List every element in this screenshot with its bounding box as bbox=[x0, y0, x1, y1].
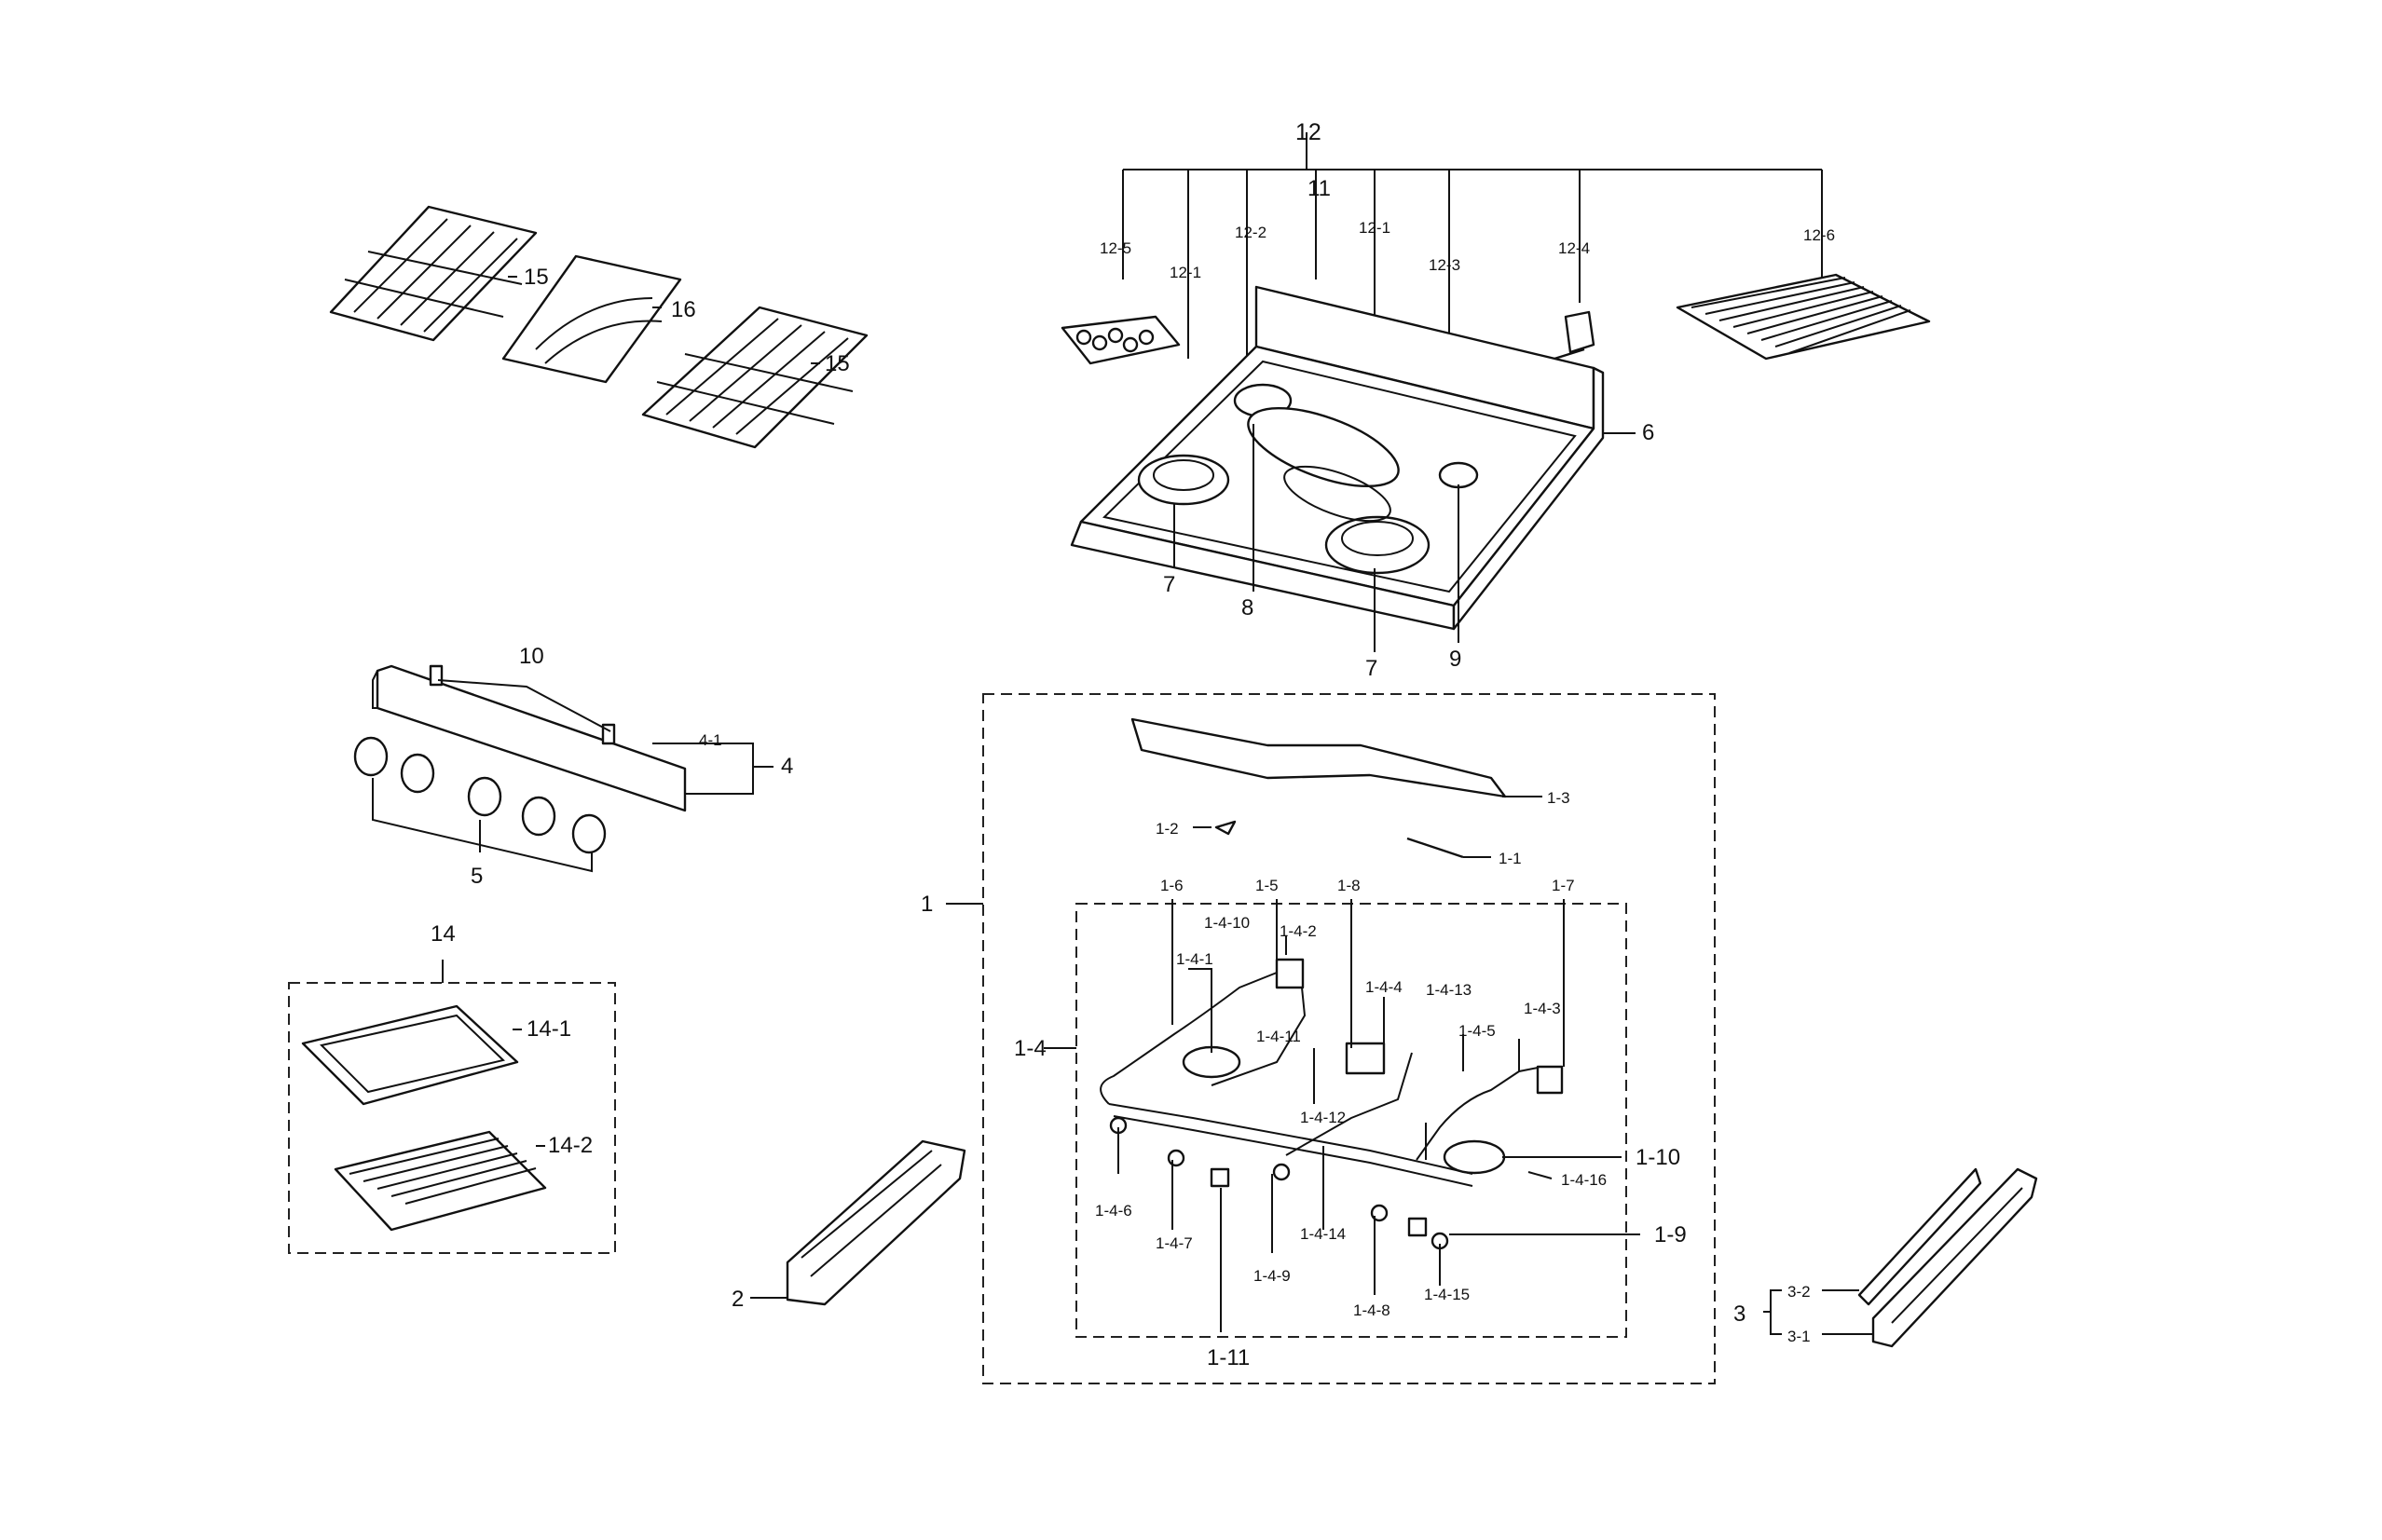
label-12: 12 bbox=[1295, 119, 1321, 145]
gas-manifold bbox=[1108, 1103, 1473, 1175]
label-12-4: 12-4 bbox=[1558, 239, 1590, 257]
label-1-4-15: 1-4-15 bbox=[1424, 1286, 1470, 1303]
label-12-5: 12-5 bbox=[1100, 239, 1131, 257]
label-15a: 15 bbox=[524, 265, 549, 290]
side-rail-left bbox=[750, 1139, 966, 1306]
label-3-2: 3-2 bbox=[1787, 1283, 1811, 1301]
leader-3 bbox=[1763, 1289, 1873, 1335]
part-labels: 12 11 12-5 12-2 12-1 12-1 12-3 12-4 12-6… bbox=[431, 119, 1835, 1370]
label-1-4-12: 1-4-12 bbox=[1300, 1109, 1346, 1126]
burner-bracket bbox=[1130, 717, 1507, 798]
valve-2 bbox=[1345, 1042, 1386, 1075]
label-1-4-5: 1-4-5 bbox=[1458, 1022, 1496, 1040]
small-rod bbox=[1406, 837, 1464, 859]
label-14: 14 bbox=[431, 921, 456, 947]
label-1-3: 1-3 bbox=[1547, 789, 1570, 807]
grate-left bbox=[329, 205, 538, 342]
knob-set bbox=[1061, 315, 1181, 365]
label-1-2: 1-2 bbox=[1156, 820, 1179, 838]
label-6: 6 bbox=[1642, 420, 1654, 445]
label-12-1b: 12-1 bbox=[1359, 219, 1390, 237]
label-1-4-10: 1-4-10 bbox=[1204, 914, 1250, 932]
oven-rack-top bbox=[1676, 273, 1931, 361]
leader-5 bbox=[372, 778, 593, 873]
broiler-group bbox=[288, 960, 616, 1254]
label-1-4-1: 1-4-1 bbox=[1176, 950, 1213, 968]
control-knobs bbox=[353, 736, 607, 854]
side-rails-right bbox=[1763, 1167, 2038, 1348]
valve-1 bbox=[1275, 958, 1305, 989]
label-16: 16 bbox=[671, 297, 696, 322]
label-1-4-7: 1-4-7 bbox=[1156, 1234, 1193, 1252]
leader-10 bbox=[437, 679, 611, 732]
label-12-2: 12-2 bbox=[1235, 224, 1266, 241]
label-1-4-3: 1-4-3 bbox=[1524, 1000, 1561, 1017]
label-1-1: 1-1 bbox=[1499, 850, 1522, 867]
label-15b: 15 bbox=[825, 351, 850, 376]
label-7b: 7 bbox=[1365, 656, 1377, 681]
small-clip bbox=[1214, 820, 1237, 836]
leader-4 bbox=[652, 743, 773, 795]
burner-right-rear bbox=[1438, 461, 1479, 489]
label-1-4-13: 1-4-13 bbox=[1426, 981, 1472, 999]
label-1-4-14: 1-4-14 bbox=[1300, 1225, 1346, 1243]
label-1-4-16: 1-4-16 bbox=[1561, 1171, 1607, 1189]
label-1: 1 bbox=[921, 892, 933, 917]
grate-center bbox=[501, 254, 682, 384]
label-4-1: 4-1 bbox=[699, 731, 722, 749]
burner-right-front bbox=[1324, 515, 1431, 575]
burner-subassembly bbox=[946, 693, 1716, 1384]
rail-3-2 bbox=[1857, 1167, 1982, 1306]
label-3: 3 bbox=[1733, 1302, 1745, 1327]
control-panel-assembly bbox=[353, 664, 773, 873]
label-1-4: 1-4 bbox=[1014, 1036, 1047, 1061]
label-1-4-2: 1-4-2 bbox=[1280, 922, 1317, 940]
label-1-4-8: 1-4-8 bbox=[1353, 1302, 1390, 1319]
cooktop-side bbox=[1452, 366, 1605, 631]
broiler-pan bbox=[301, 1004, 519, 1106]
label-1-4-9: 1-4-9 bbox=[1253, 1267, 1291, 1285]
label-1-10: 1-10 bbox=[1636, 1145, 1680, 1170]
oval-burner bbox=[1247, 406, 1400, 488]
control-panel bbox=[376, 664, 687, 812]
label-9: 9 bbox=[1449, 647, 1461, 672]
valve-3 bbox=[1536, 1065, 1564, 1095]
grate-right bbox=[641, 306, 869, 449]
grates bbox=[329, 205, 869, 449]
label-2: 2 bbox=[732, 1287, 744, 1312]
burner-base-2 bbox=[1443, 1139, 1506, 1175]
broiler-rack bbox=[334, 1130, 547, 1232]
label-1-8: 1-8 bbox=[1337, 877, 1361, 894]
label-1-5: 1-5 bbox=[1255, 877, 1279, 894]
label-14-1: 14-1 bbox=[527, 1016, 571, 1042]
label-1-4-6: 1-4-6 bbox=[1095, 1202, 1132, 1220]
label-12-1a: 12-1 bbox=[1170, 264, 1201, 281]
cooktop-assembly bbox=[1070, 132, 1823, 652]
label-3-1: 3-1 bbox=[1787, 1328, 1811, 1345]
label-11: 11 bbox=[1307, 176, 1331, 201]
label-14-2: 14-2 bbox=[548, 1133, 593, 1158]
label-1-4-11: 1-4-11 bbox=[1256, 1028, 1301, 1045]
label-1-6: 1-6 bbox=[1160, 877, 1184, 894]
label-12-3: 12-3 bbox=[1429, 256, 1460, 274]
label-12-6: 12-6 bbox=[1803, 226, 1835, 244]
label-1-4-4: 1-4-4 bbox=[1365, 978, 1403, 996]
clip-part bbox=[1554, 310, 1595, 361]
label-7a: 7 bbox=[1163, 572, 1175, 597]
label-1-11: 1-11 bbox=[1207, 1345, 1250, 1370]
label-4: 4 bbox=[781, 754, 793, 779]
label-1-7: 1-7 bbox=[1552, 877, 1575, 894]
label-8: 8 bbox=[1241, 595, 1253, 620]
group-box-14 bbox=[288, 982, 616, 1254]
label-10: 10 bbox=[519, 644, 544, 669]
group-box-1 bbox=[982, 693, 1716, 1384]
label-5: 5 bbox=[471, 864, 483, 889]
label-1-9: 1-9 bbox=[1654, 1222, 1687, 1247]
burner-left-front bbox=[1137, 454, 1230, 506]
